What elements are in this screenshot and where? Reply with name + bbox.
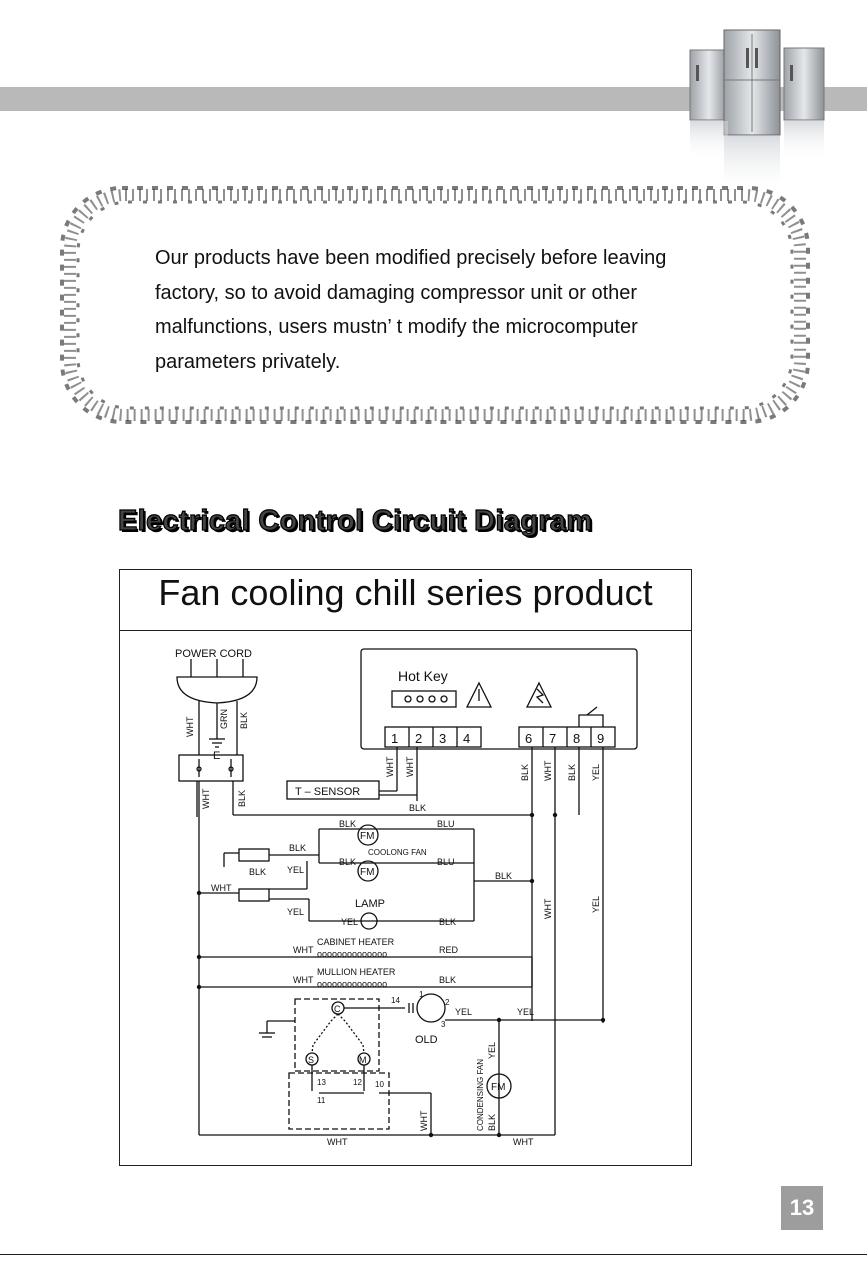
diagram-frame bbox=[119, 569, 692, 1166]
t-sensor-label: T – SENSOR bbox=[295, 786, 360, 798]
terminal-number: 1 bbox=[391, 731, 398, 746]
wire-label: BLK bbox=[239, 712, 249, 729]
cabinet-heater-label: CABINET HEATER bbox=[317, 937, 395, 947]
earth-label: E bbox=[213, 750, 220, 762]
fan-motor-label: FM bbox=[360, 867, 374, 878]
relay-number: 12 bbox=[353, 1078, 362, 1087]
wire-label: WHT bbox=[385, 756, 395, 777]
relay-number: 2 bbox=[445, 998, 450, 1007]
wire-label: WHT bbox=[327, 1137, 348, 1147]
notice-line: malfunctions, users mustn’ t modify the … bbox=[155, 316, 638, 338]
compressor-terminal-m: M bbox=[359, 1055, 367, 1065]
mullion-heater-label: MULLION HEATER bbox=[317, 967, 396, 977]
terminal-number: 7 bbox=[549, 731, 556, 746]
page-number-badge: 13 bbox=[781, 1186, 823, 1230]
circuit-schematic: POWER CORD WHT GRN BLK E WHT BLK Hot Key… bbox=[175, 648, 638, 1147]
wire-label: YEL bbox=[287, 907, 304, 917]
refrigerator-product-image bbox=[689, 29, 825, 196]
wire-label: BLK bbox=[567, 764, 577, 781]
wire-label: GRN bbox=[219, 709, 229, 729]
wire-label: WHT bbox=[513, 1137, 534, 1147]
wire-label: WHT bbox=[419, 1110, 429, 1131]
wire-label: WHT bbox=[201, 788, 211, 809]
relay-number: 11 bbox=[317, 1096, 326, 1105]
wire-label: BLK bbox=[439, 917, 456, 927]
wire-label: BLK bbox=[439, 975, 456, 985]
compressor-terminal-s: S bbox=[308, 1055, 314, 1065]
fan-motor-label: FM bbox=[491, 1082, 505, 1093]
bottom-divider bbox=[0, 1254, 867, 1255]
wire-label: YEL bbox=[341, 917, 358, 927]
relay-number: 13 bbox=[317, 1078, 326, 1087]
terminal-number: 2 bbox=[415, 731, 422, 746]
wire-label: BLK bbox=[409, 803, 426, 813]
terminal-number: 3 bbox=[439, 731, 446, 746]
relay-number: 3 bbox=[441, 1020, 446, 1029]
wire-label: WHT bbox=[405, 756, 415, 777]
notice-line: factory, so to avoid damaging compressor… bbox=[155, 281, 638, 304]
wire-label: WHT bbox=[543, 898, 553, 919]
wire-label: BLU bbox=[437, 819, 455, 829]
wire-label: YEL bbox=[287, 865, 304, 875]
hot-key-label: Hot Key bbox=[398, 668, 448, 684]
wire-label: BLK bbox=[339, 819, 356, 829]
wire-label: YEL bbox=[591, 896, 601, 913]
wire-label: BLK bbox=[237, 790, 247, 807]
notice-line: Our products have been modified precisel… bbox=[155, 247, 667, 269]
wire-label: YEL bbox=[455, 1007, 472, 1017]
relay-number: 10 bbox=[375, 1080, 384, 1089]
diagram-title-divider bbox=[119, 630, 692, 631]
heater-coil: oooooooooooooo bbox=[317, 979, 387, 989]
section-heading: Electrical Control Circuit Diagram bbox=[117, 504, 593, 537]
terminal-number: 6 bbox=[525, 731, 532, 746]
condensing-fan-label: CONDENSING FAN bbox=[476, 1059, 485, 1131]
wire-label: BLK bbox=[487, 1114, 497, 1131]
star-border-frame bbox=[60, 186, 810, 424]
wire-label: WHT bbox=[293, 945, 314, 955]
wire-label: BLK bbox=[339, 857, 356, 867]
wire-label: WHT bbox=[293, 975, 314, 985]
fan-motor-label: FM bbox=[360, 831, 374, 842]
wire-label: BLK bbox=[289, 843, 306, 853]
wire-label: BLU bbox=[437, 857, 455, 867]
wire-label: WHT bbox=[211, 883, 232, 893]
notice-line: parameters privately. bbox=[155, 350, 341, 373]
wire-label: YEL bbox=[487, 1042, 497, 1059]
heater-coil: oooooooooooooo bbox=[317, 949, 387, 959]
wire-label: BLK bbox=[495, 871, 512, 881]
coolong-fan-label: COOLONG FAN bbox=[368, 848, 427, 857]
compressor-terminal-c: C bbox=[334, 1004, 341, 1014]
wire-label: WHT bbox=[543, 760, 553, 781]
old-label: OLD bbox=[415, 1034, 438, 1046]
power-cord-label: POWER CORD bbox=[175, 648, 252, 660]
wire-label: YEL bbox=[517, 1007, 534, 1017]
relay-number: 14 bbox=[391, 996, 400, 1005]
wire-label: BLK bbox=[520, 764, 530, 781]
wire-label: RED bbox=[439, 945, 459, 955]
wire-label: BLK bbox=[249, 867, 266, 877]
diagram-title: Fan cooling chill series product bbox=[158, 572, 653, 613]
wire-label: WHT bbox=[185, 716, 195, 737]
notice-text: Our products have been modified precisel… bbox=[155, 241, 735, 379]
terminal-number: 9 bbox=[597, 731, 604, 746]
terminal-number: 8 bbox=[573, 731, 580, 746]
relay-number: 1 bbox=[419, 990, 424, 999]
wire-label: YEL bbox=[591, 764, 601, 781]
terminal-number: 4 bbox=[463, 731, 470, 746]
lamp-label: LAMP bbox=[355, 898, 385, 910]
